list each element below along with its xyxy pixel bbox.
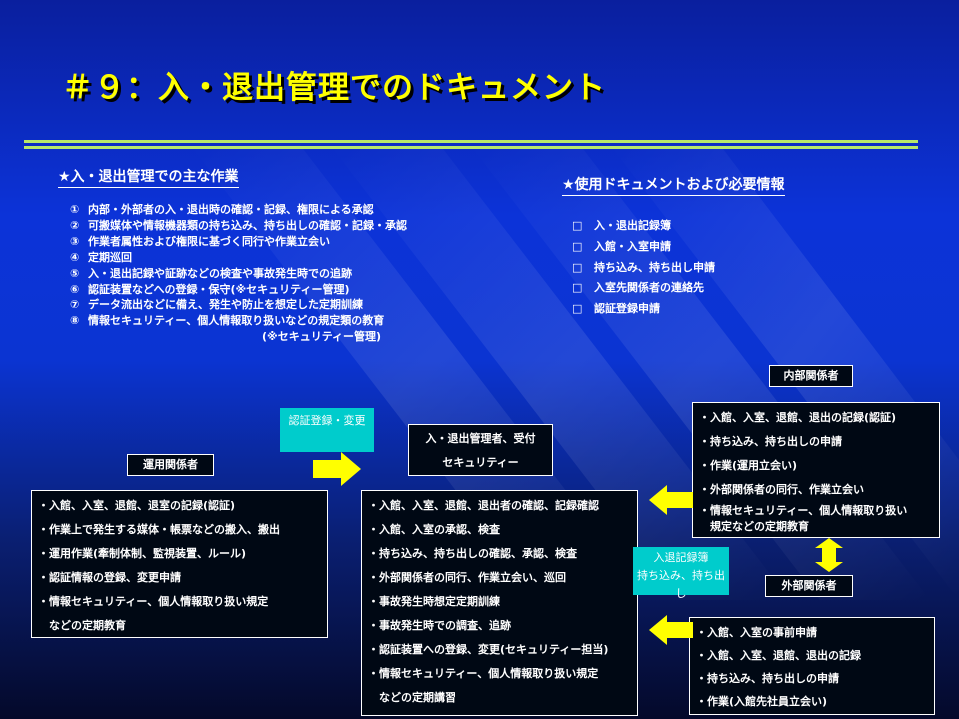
manager-item: ・認証装置への登録、変更(セキュリティー担当) [368, 643, 609, 656]
external-item: ・作業(入館先社員立会い) [696, 695, 828, 708]
external-item: ・入館、入室の事前申請 [696, 626, 817, 639]
note-registration: 認証登録・変更 [280, 408, 374, 452]
checkbox-icon: □ [572, 281, 583, 295]
internal-item: ・入館、入室、退館、退出の記録(認証) [699, 411, 897, 424]
manager-label: 入・退出管理者、受付 セキュリティー [408, 424, 553, 476]
checkbox-icon: □ [572, 239, 583, 253]
external-item: ・入館、入室、退館、退出の記録 [696, 649, 861, 662]
doc-item: □持ち込み、持ち出し申請 [572, 258, 715, 279]
checkbox-icon: □ [572, 302, 583, 316]
manager-item: ・外部関係者の同行、作業立会い、巡回 [368, 571, 566, 584]
tasks-heading: ★入・退出管理での主な作業 [58, 166, 239, 188]
manager-item: ・入館、入室の承認、検査 [368, 523, 500, 536]
external-label: 外部関係者 [765, 575, 853, 597]
external-item: ・持ち込み、持ち出しの申請 [696, 672, 839, 685]
page-title: ＃９：入・退出管理でのドキュメント [62, 70, 606, 106]
internal-item: 規定などの定期教育 [699, 520, 809, 533]
internal-label: 内部関係者 [769, 365, 853, 387]
manager-item: ・持ち込み、持ち出しの確認、承認、検査 [368, 547, 577, 560]
operations-item: などの定期教育 [38, 619, 126, 632]
manager-item: ・事故発生時想定定期訓練 [368, 595, 500, 608]
arrow-left-icon [649, 615, 693, 645]
note-shape [633, 547, 729, 594]
operations-item: ・入館、入室、退館、退室の記録(認証) [38, 499, 236, 512]
doc-item: □入・退出記録簿 [572, 216, 715, 237]
manager-box: ・入館、入室、退館、退出者の確認、記録確認 ・入館、入室の承認、検査 ・持ち込み… [361, 490, 638, 716]
note-shape [280, 408, 374, 451]
manager-item: などの定期講習 [368, 691, 456, 704]
double-arrow-icon [815, 538, 843, 572]
manager-item: ・事故発生時での調査、追跡 [368, 619, 511, 632]
note-records: 入退記録簿 持ち込み、持ち出し [633, 547, 729, 600]
operations-item: ・運用作業(牽制体制、監視装置、ルール) [38, 547, 247, 560]
task-item-continuation: (※セキュリティー管理) [262, 330, 382, 344]
internal-item: ・作業(運用立会い) [699, 459, 798, 472]
operations-item: ・情報セキュリティー、個人情報取り扱い規定 [38, 595, 269, 608]
doc-item: □入室先関係者の連絡先 [572, 278, 715, 299]
docs-heading: ★使用ドキュメントおよび必要情報 [562, 174, 785, 196]
checkbox-icon: □ [572, 260, 583, 274]
arrow-left-icon [649, 485, 693, 515]
operations-label: 運用関係者 [127, 454, 214, 476]
operations-item: ・作業上で発生する媒体・帳票などの搬入、搬出 [38, 523, 280, 536]
manager-item: ・入館、入室、退館、退出者の確認、記録確認 [368, 499, 599, 512]
docs-list: □入・退出記録簿 □入館・入室申請 □持ち込み、持ち出し申請 □入室先関係者の連… [572, 216, 715, 320]
internal-box: ・入館、入室、退館、退出の記録(認証) ・持ち込み、持ち出しの申請 ・作業(運用… [692, 402, 940, 538]
checkbox-icon: □ [572, 219, 583, 232]
external-box: ・入館、入室の事前申請 ・入館、入室、退館、退出の記録 ・持ち込み、持ち出しの申… [689, 617, 935, 715]
title-divider-top [24, 140, 918, 143]
internal-item: ・持ち込み、持ち出しの申請 [699, 435, 842, 448]
internal-item: ・外部関係者の同行、作業立会い [699, 483, 864, 496]
operations-item: ・認証情報の登録、変更申請 [38, 571, 181, 584]
arrow-right-icon [313, 452, 361, 486]
doc-item: □入館・入室申請 [572, 237, 715, 258]
title-divider-bottom [24, 146, 918, 149]
doc-item: □認証登録申請 [572, 299, 715, 320]
manager-item: ・情報セキュリティー、個人情報取り扱い規定 [368, 667, 599, 680]
operations-box: ・入館、入室、退館、退室の記録(認証) ・作業上で発生する媒体・帳票などの搬入、… [31, 490, 328, 638]
internal-item: ・情報セキュリティー、個人情報取り扱い [699, 504, 908, 517]
